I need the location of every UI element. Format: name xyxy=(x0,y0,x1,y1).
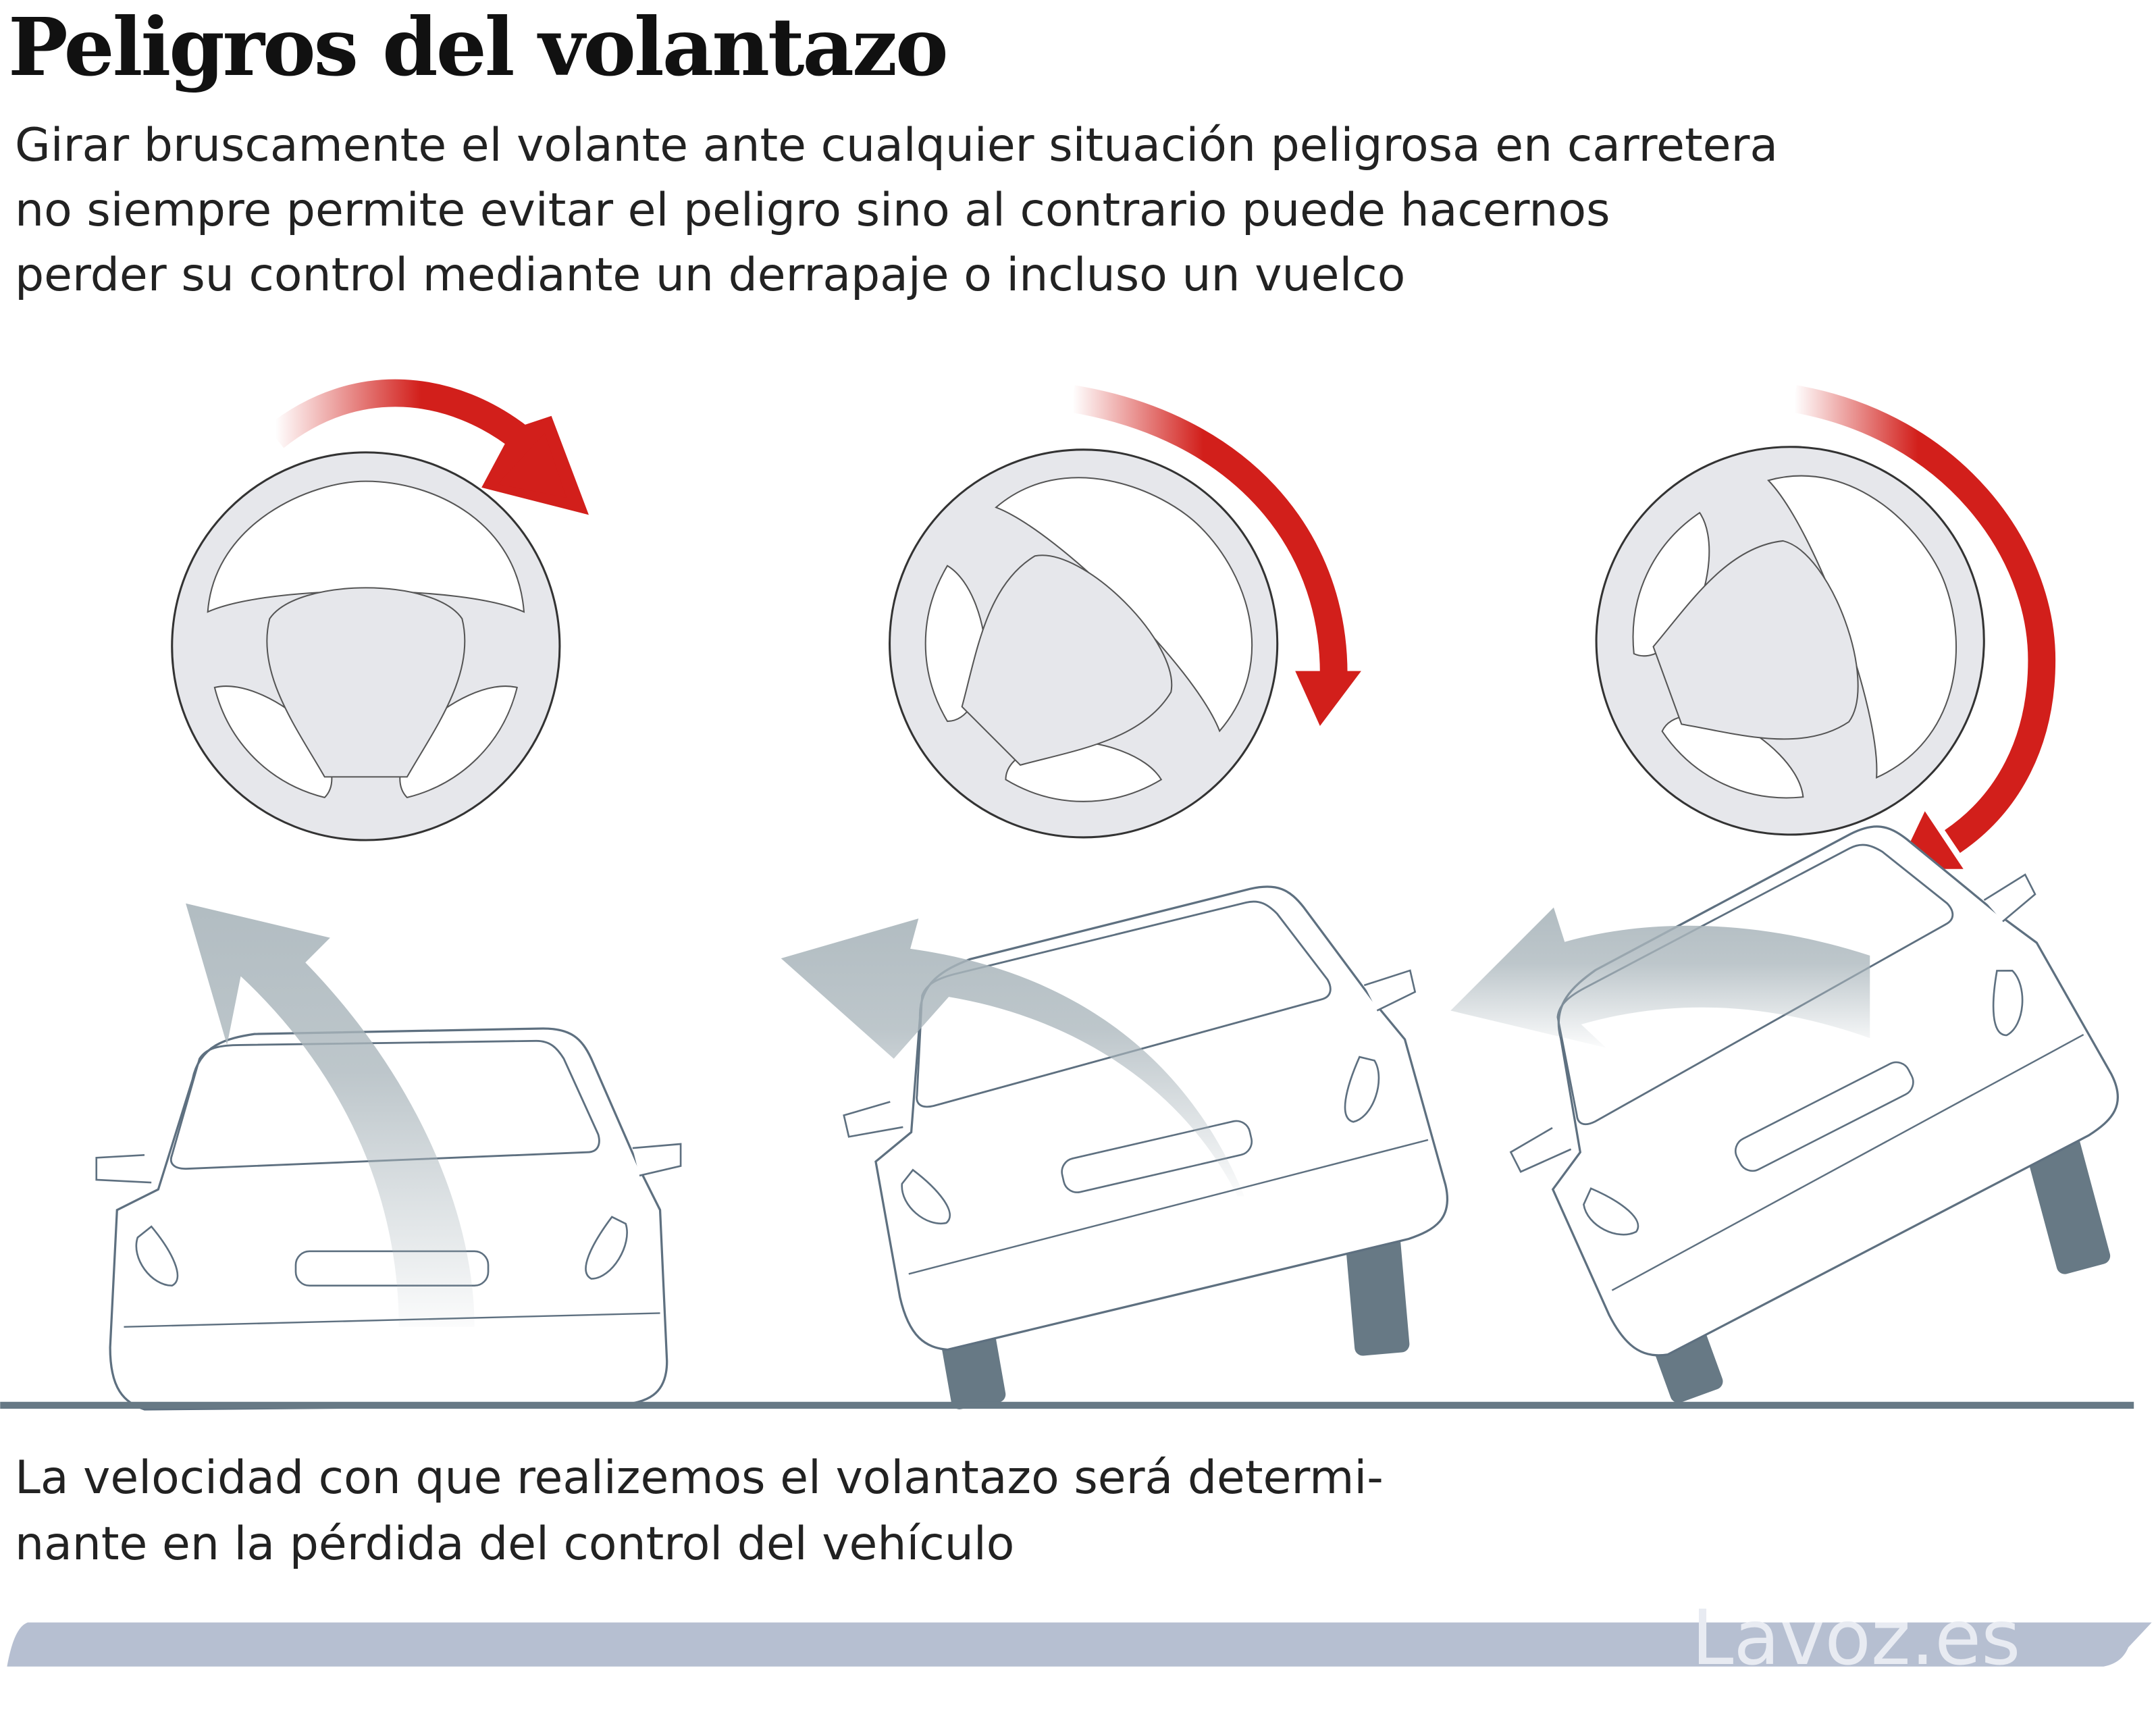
stage-1 xyxy=(95,379,682,1411)
footnote-line: nante en la pérdida del control del vehí… xyxy=(15,1517,1015,1571)
footnote: La velocidad con que realizemos el volan… xyxy=(15,1445,1384,1578)
red-rotation-arrow-icon xyxy=(1791,385,2056,853)
footnote-line: La velocidad con que realizemos el volan… xyxy=(15,1451,1384,1505)
stage-2 xyxy=(781,368,1471,1409)
subtitle: Girar bruscamente el volante ante cualqu… xyxy=(15,113,1778,308)
subtitle-line: no siempre permite evitar el peligro sin… xyxy=(15,184,1610,237)
steering-wheel-icon xyxy=(171,451,561,841)
motion-arrow-icon xyxy=(1450,907,1870,1048)
stage-3 xyxy=(1450,385,2147,1403)
motion-arrow-icon xyxy=(186,903,475,1327)
car-rear-rollover-icon xyxy=(1450,771,2147,1378)
page-title: Peligros del volantazo xyxy=(8,0,949,94)
red-arrowhead xyxy=(1295,671,1361,727)
red-rotation-arrow-icon xyxy=(1070,385,1348,674)
subtitle-line: Girar bruscamente el volante ante cualqu… xyxy=(15,119,1779,172)
logo[interactable]: Lavoz.es xyxy=(1691,1606,2021,1665)
motion-arrow-icon xyxy=(781,918,1244,1197)
red-rotation-arrow-icon xyxy=(266,379,589,515)
footer-bar xyxy=(7,1622,2152,1667)
subtitle-line: perder su control mediante un derrapaje … xyxy=(15,249,1406,302)
red-arrowhead xyxy=(498,433,567,498)
steering-wheel-icon xyxy=(808,368,1359,919)
